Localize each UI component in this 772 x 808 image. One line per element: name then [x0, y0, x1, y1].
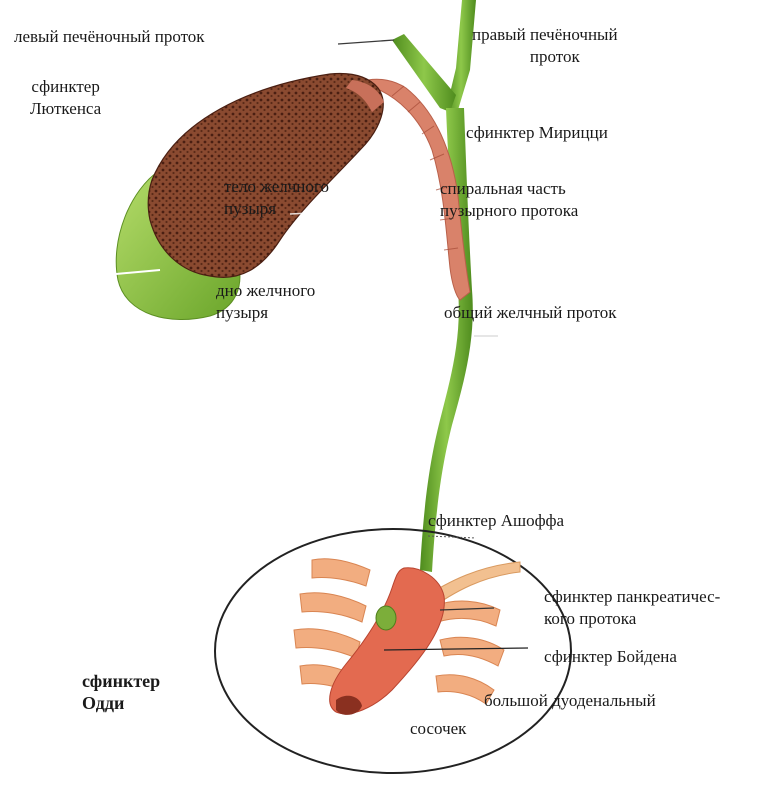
label-mirizzi-sphincter: сфинктер Мирицци [466, 122, 608, 144]
label-lutkens-sphincter: сфинктер Люткенса [30, 76, 101, 120]
label-right-hepatic-duct: правый печёночный проток [472, 24, 618, 68]
label-gallbladder-body: тело желчного пузыря [224, 176, 329, 220]
label-pancreatic-sphincter: сфинктер панкреатичес- кого протока [544, 586, 720, 630]
label-ashoff-sphincter: сфинктер Ашоффа [428, 510, 564, 532]
label-major-papilla-line1: большой дуоденальный [484, 690, 656, 712]
label-left-hepatic-duct: левый печёночный проток [14, 26, 205, 48]
label-major-papilla-line2: сосочек [410, 718, 466, 740]
label-spiral-part: спиральная часть пузырного протока [440, 178, 578, 222]
label-oddi-sphincter: сфинктер Одди [82, 670, 160, 714]
label-gallbladder-fundus: дно желчного пузыря [216, 280, 315, 324]
label-common-bile-duct: общий желчный проток [444, 302, 617, 324]
label-boyden-sphincter: сфинктер Бойдена [544, 646, 677, 668]
